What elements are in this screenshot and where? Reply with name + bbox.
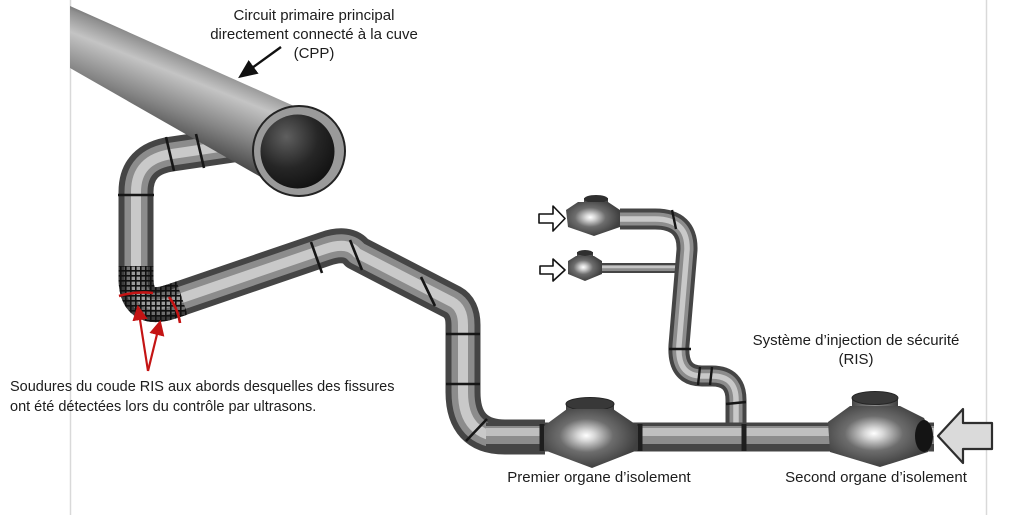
valve-bonnet-top xyxy=(584,195,608,203)
valve-bonnet-top xyxy=(577,250,593,256)
red-weld-line-top xyxy=(118,291,154,298)
red-weld-pointer-arrow-icon xyxy=(132,304,150,372)
second-isolation-valve-label: Second organe d’isolement xyxy=(785,469,968,486)
injection-riser-pipe xyxy=(620,208,747,432)
valve-bonnet-top xyxy=(565,397,615,411)
cpp-label-line2: directement connecté à la cuve xyxy=(210,26,418,43)
weld-mark xyxy=(670,209,678,230)
cpp-label-line1: Circuit primaire principal xyxy=(234,7,395,24)
white-right-arrow-icon xyxy=(539,258,566,282)
first-isolation-valve-label: Premier organe d’isolement xyxy=(507,469,691,486)
valve-body xyxy=(544,409,638,468)
valve-body xyxy=(828,406,930,467)
upper-injection-valve xyxy=(566,195,620,236)
black-down-left-arrow-icon xyxy=(238,46,282,79)
valve-bonnet-top xyxy=(851,391,899,405)
weld-mark xyxy=(696,366,702,386)
valve-body xyxy=(566,202,620,236)
ris-label-line2: (RIS) xyxy=(839,351,874,368)
white-right-arrow-icon xyxy=(538,205,566,232)
ris-branch-pipe xyxy=(118,124,545,455)
large-gray-left-arrow-icon xyxy=(936,407,994,465)
pipe-highlight xyxy=(620,216,739,432)
weld-mark xyxy=(419,276,437,307)
pipe-highlight xyxy=(131,137,545,442)
weld-mark xyxy=(725,400,747,406)
ris-label-line1: Système d’injection de sécurité xyxy=(753,332,960,349)
cpp-label: Circuit primaire principal directement c… xyxy=(210,7,418,62)
second-isolation-valve xyxy=(828,391,933,467)
weld-marks xyxy=(118,133,488,442)
weld-mark xyxy=(348,239,364,271)
valve-end-opening xyxy=(915,420,933,452)
weld-mark xyxy=(164,136,176,172)
cpp-label-line3: (CPP) xyxy=(294,45,335,62)
weld-mark xyxy=(309,241,324,274)
red-weld-pointer-arrow-icon xyxy=(146,319,165,372)
cpp-pipe-mouth xyxy=(260,114,335,189)
crosshatch-elbow xyxy=(118,266,188,323)
lower-injection-valve xyxy=(568,250,602,281)
lower-injection-pipe xyxy=(598,263,684,273)
cracked-elbow-zone xyxy=(118,266,188,372)
weld-mark xyxy=(708,366,714,386)
weld-mark xyxy=(194,133,206,169)
riser-weld-marks xyxy=(669,209,747,406)
valve-body xyxy=(568,256,602,281)
ris-label: Système d’injection de sécurité (RIS) xyxy=(753,332,960,368)
cpp-main-pipe xyxy=(70,6,346,197)
weld-mark xyxy=(465,418,488,442)
cpp-pipe-body xyxy=(70,6,294,196)
red-weld-line-right xyxy=(167,296,182,324)
weld-note-label: Soudures du coude RIS aux abords desquel… xyxy=(10,379,394,415)
first-isolation-valve xyxy=(544,397,638,468)
weld-note-line2: ont été détectées lors du contrôle par u… xyxy=(10,399,316,415)
weld-note-line1: Soudures du coude RIS aux abords desquel… xyxy=(10,379,394,395)
